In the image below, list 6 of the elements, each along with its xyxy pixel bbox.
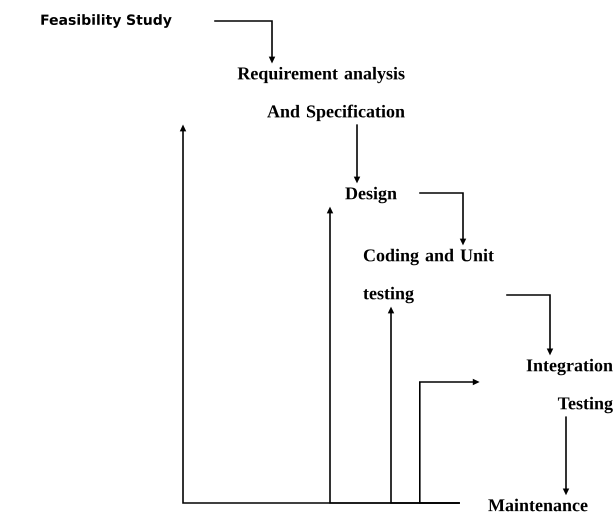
stage-label: Maintenance (488, 498, 588, 512)
stage-label: Feasibility Study (41, 14, 172, 28)
stage-label: Design (345, 186, 397, 204)
stage-label: Integration Testing (526, 358, 613, 414)
stage-label: Requirement analysis And Specification (238, 66, 405, 122)
stage-label: Coding and Unit testing (363, 248, 494, 304)
